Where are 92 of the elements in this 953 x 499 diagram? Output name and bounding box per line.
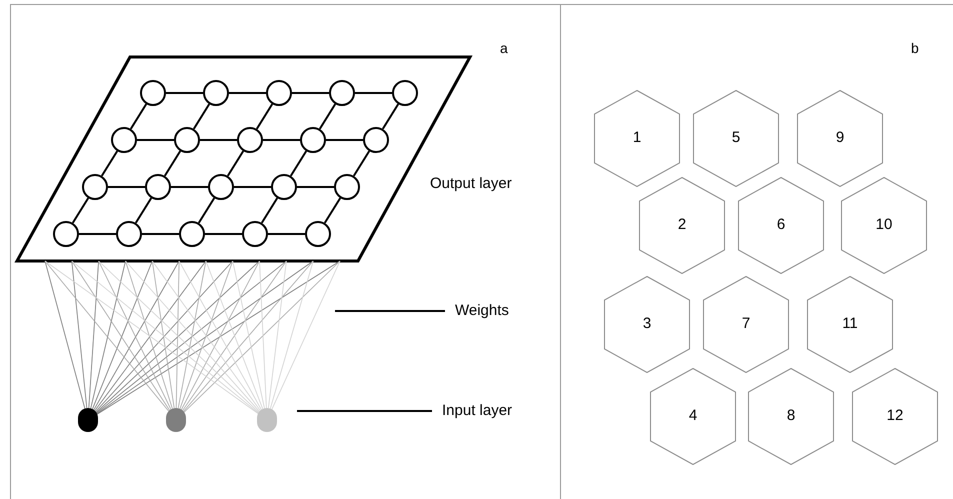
weight-line — [182, 260, 287, 412]
weight-line — [125, 260, 173, 410]
weight-line — [98, 260, 172, 410]
layer-label: Input layer — [432, 400, 542, 422]
hexagon-cell — [738, 177, 824, 274]
grid-link — [260, 198, 278, 224]
hexagon-cell — [841, 177, 927, 274]
hexagon-cell — [703, 276, 789, 373]
panel-letter: b — [911, 39, 919, 58]
grid-link — [318, 104, 336, 130]
leader-line — [335, 310, 445, 312]
panel-letter: a — [500, 39, 508, 58]
hexagon-number: 10 — [876, 215, 892, 236]
weight-line — [259, 260, 267, 408]
grid-link — [200, 139, 237, 141]
weight-line — [232, 260, 265, 409]
grid-link — [134, 198, 152, 224]
weight-line — [152, 260, 261, 412]
grid-link — [352, 150, 370, 176]
input-neuron — [78, 408, 98, 432]
grid-link — [268, 233, 305, 235]
weight-line — [90, 260, 126, 409]
grid-link — [297, 186, 334, 188]
grid-link — [164, 150, 182, 176]
grid-link — [205, 233, 242, 235]
hexagon-number: 6 — [776, 215, 786, 236]
grid-link — [263, 139, 300, 141]
grid-link — [108, 186, 145, 188]
hexagon-cell — [797, 90, 883, 187]
weight-line — [92, 260, 153, 410]
hexagon-cell — [693, 90, 779, 187]
hexagon-number: 12 — [886, 406, 904, 426]
grid-link — [166, 92, 203, 94]
grid-link — [142, 233, 179, 235]
weight-line — [152, 260, 175, 409]
grid-link — [256, 104, 274, 130]
layer-label: Output layer — [430, 174, 512, 194]
grid-link — [192, 104, 210, 130]
leader-line — [297, 410, 432, 412]
grid-link — [229, 92, 266, 94]
grid-link — [292, 92, 329, 94]
grid-link — [171, 186, 208, 188]
weight-line — [44, 260, 170, 412]
grid-link — [198, 198, 216, 224]
weight-line — [206, 260, 264, 410]
grid-link — [324, 198, 342, 224]
grid-link — [326, 139, 363, 141]
weight-line — [93, 260, 180, 410]
weight-line — [183, 260, 340, 413]
hexagon-cell — [748, 368, 834, 465]
weight-line — [176, 260, 180, 408]
weight-line — [271, 260, 340, 410]
grid-link — [382, 104, 400, 130]
grid-link — [234, 186, 271, 188]
grid-link — [137, 139, 174, 141]
hexagon-number: 9 — [836, 128, 844, 148]
weight-line — [182, 260, 314, 412]
grid-link — [226, 150, 244, 176]
weight-line — [44, 260, 86, 409]
weight-line — [95, 260, 234, 412]
hexagon-number: 5 — [732, 128, 740, 148]
hexagon-number: 2 — [678, 215, 686, 236]
hexagon-cell — [639, 177, 725, 274]
weight-line — [180, 260, 234, 410]
grid-link — [100, 150, 118, 176]
input-neuron — [257, 408, 277, 432]
hexagon-number: 4 — [688, 406, 698, 426]
grid-link — [355, 92, 392, 94]
grid-link — [130, 104, 148, 130]
layer-label: Weights — [445, 300, 535, 322]
hexagon-number: 11 — [842, 314, 858, 334]
grid-link — [79, 233, 116, 235]
hexagon-cell — [852, 368, 938, 465]
grid-link — [290, 150, 308, 176]
grid-link — [72, 198, 90, 224]
hexagon-cell — [650, 368, 736, 465]
hexagon-number: 7 — [742, 314, 750, 334]
weight-line — [71, 260, 88, 408]
hexagon-number: 8 — [786, 406, 796, 426]
weight-line — [268, 260, 287, 408]
hexagon-cell — [594, 90, 680, 187]
weight-line — [71, 260, 170, 411]
hexagon-cell — [807, 276, 893, 373]
weight-line — [125, 260, 260, 412]
weight-line — [94, 260, 206, 412]
hexagon-cell — [604, 276, 690, 373]
hexagon-number: 3 — [642, 314, 652, 334]
input-neuron — [166, 408, 186, 432]
hexagon-number: 1 — [632, 128, 642, 148]
weight-line — [270, 260, 314, 410]
weight-line — [178, 260, 206, 409]
weight-line — [88, 260, 99, 408]
